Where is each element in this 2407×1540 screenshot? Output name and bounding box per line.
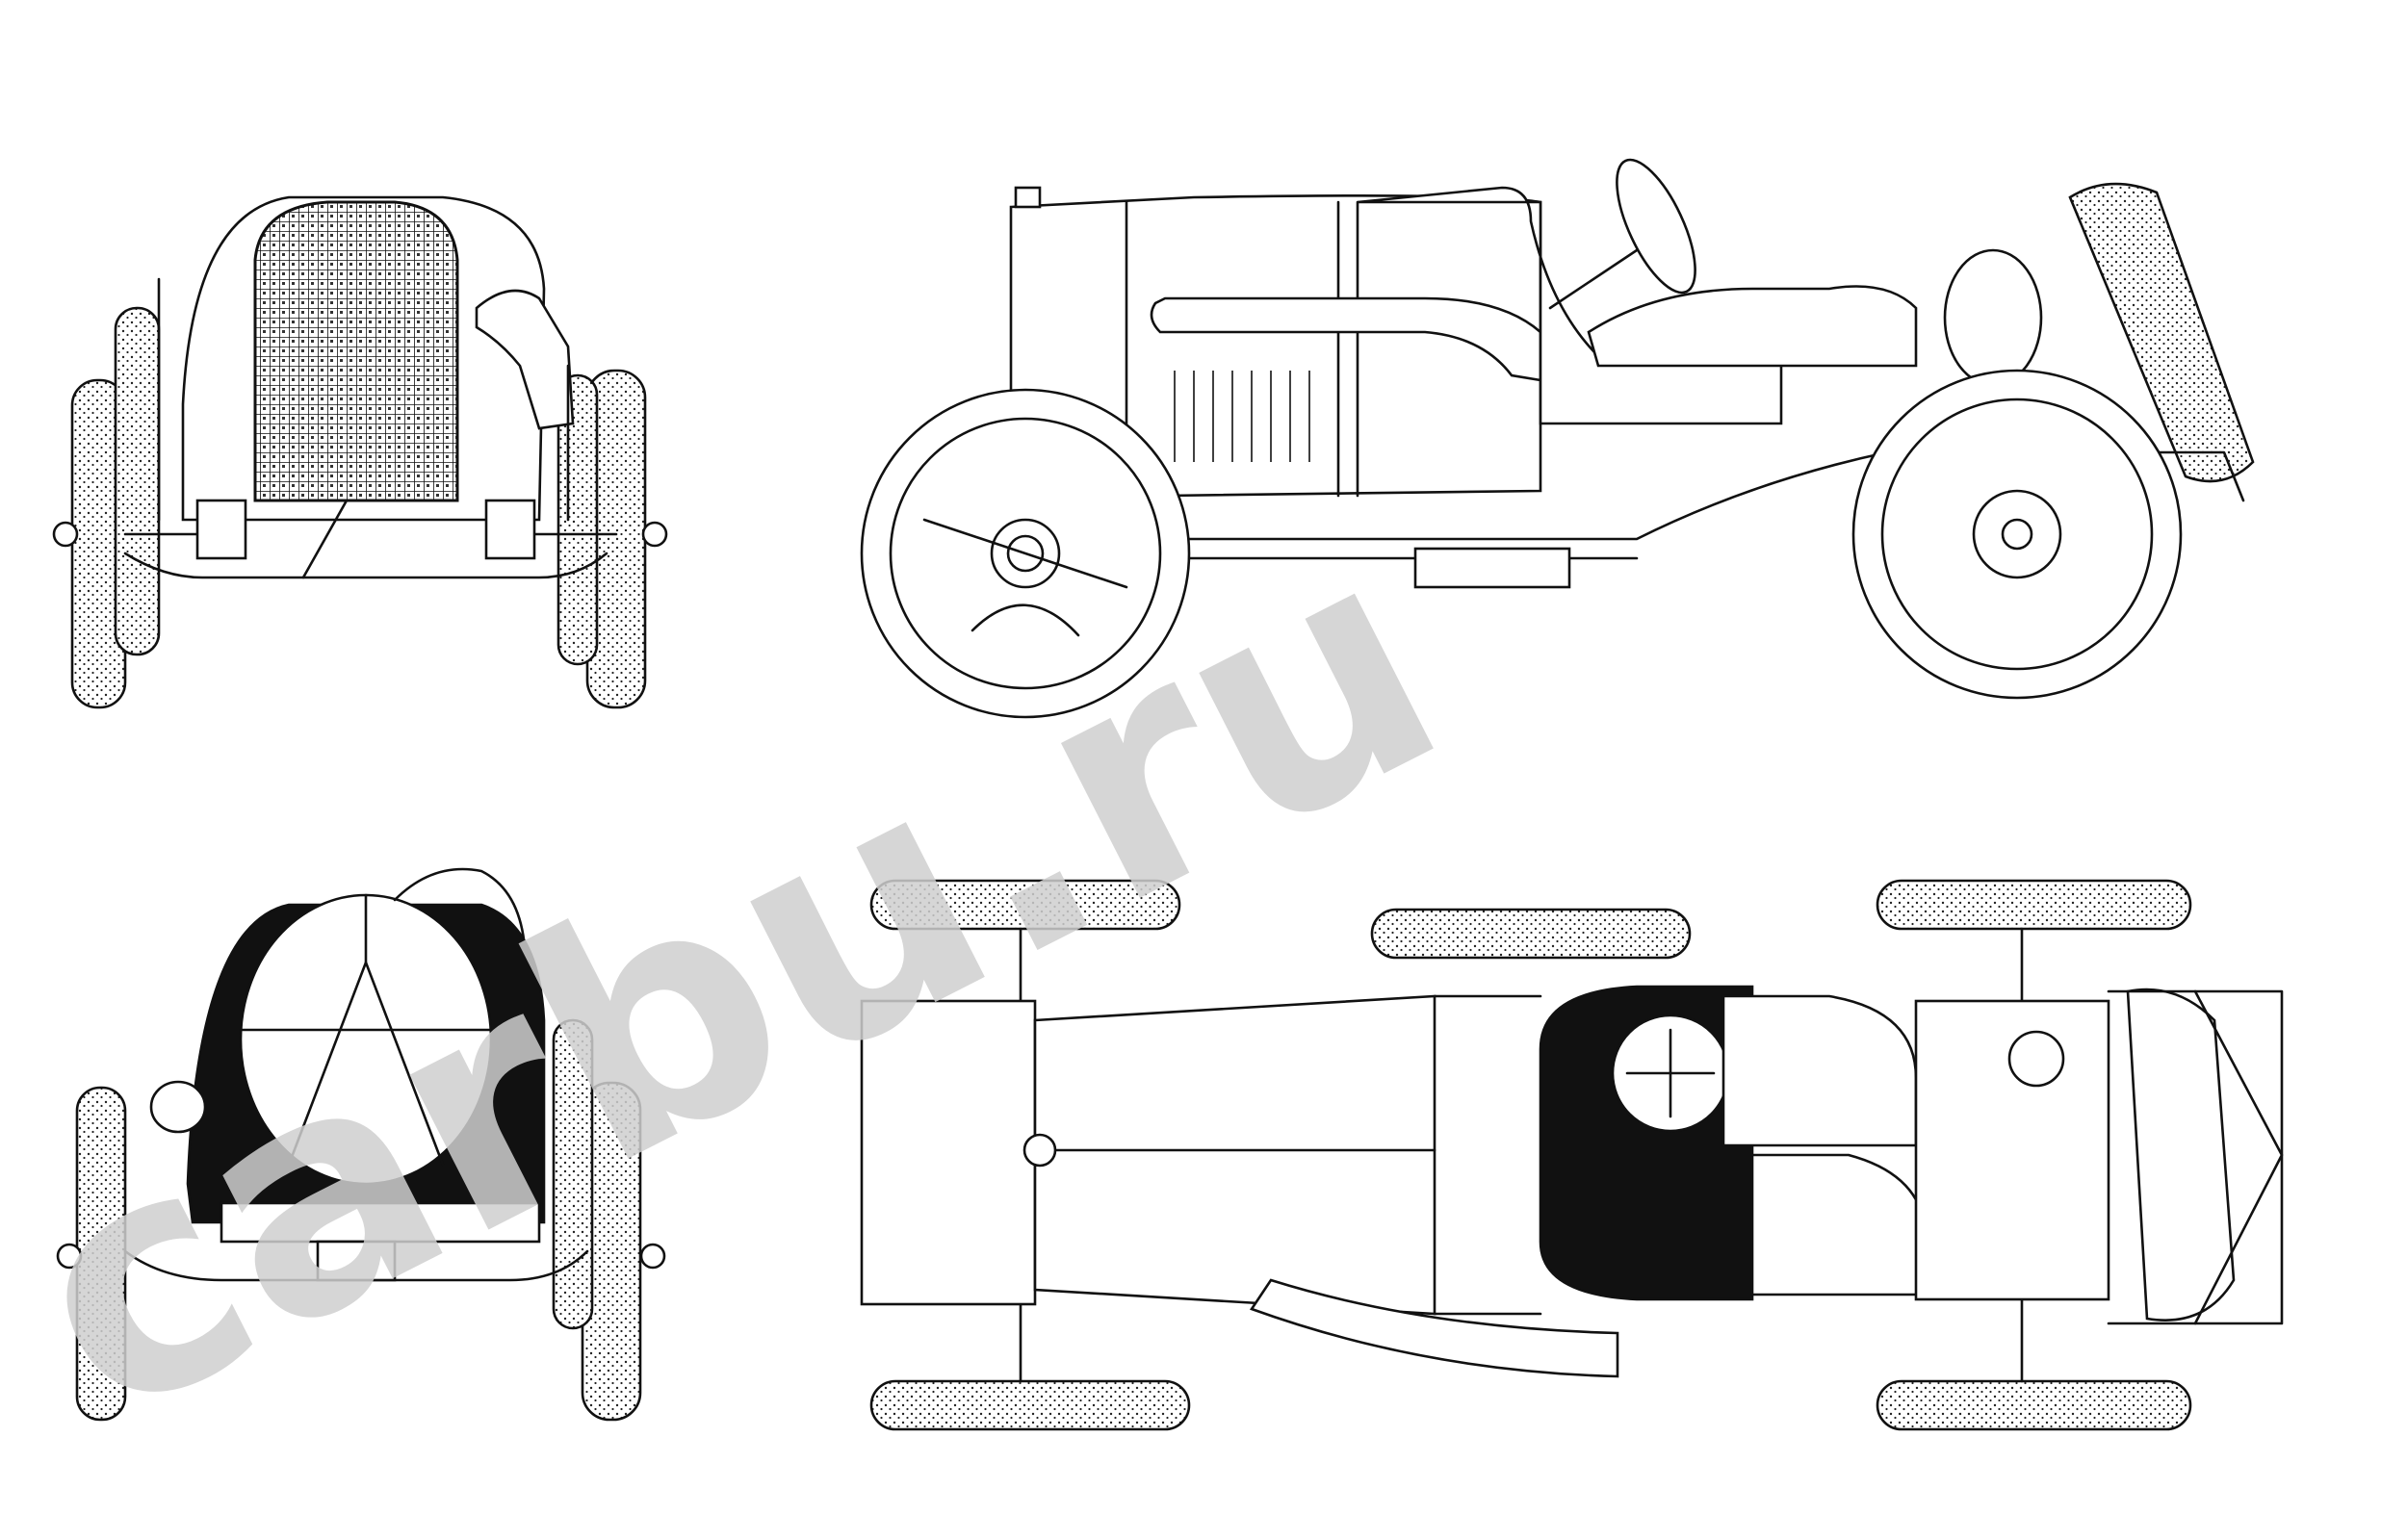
- steering-wheel: [1616, 158, 1696, 295]
- exhaust-pipe: [475, 289, 575, 430]
- front-view: [52, 195, 668, 709]
- top-front-left-wheel: [869, 879, 1181, 931]
- top-rear-left-wheel: [1876, 879, 2192, 931]
- top-exhaust: [1249, 1278, 1619, 1378]
- top-spare-tyre: [2126, 988, 2236, 1322]
- top-front-right-wheel: [869, 1379, 1191, 1431]
- side-exhaust: [1150, 296, 1542, 382]
- side-view: [860, 158, 2255, 719]
- front-axle: [123, 552, 608, 579]
- top-view: [860, 879, 2284, 1431]
- seat: [1587, 285, 1918, 368]
- top-hood: [1033, 994, 1436, 1316]
- rear-axle: [123, 1249, 589, 1282]
- top-middle-wheel: [1370, 908, 1692, 960]
- top-seat-lower: [1750, 1153, 1928, 1296]
- top-rear-right-wheel: [1876, 1379, 2192, 1431]
- top-seat-upper: [1721, 994, 1918, 1147]
- rear-view: [56, 867, 666, 1422]
- rear-tank: [1943, 248, 2043, 387]
- spare-tyre: [2068, 182, 2255, 483]
- radiator-grille: [253, 200, 459, 502]
